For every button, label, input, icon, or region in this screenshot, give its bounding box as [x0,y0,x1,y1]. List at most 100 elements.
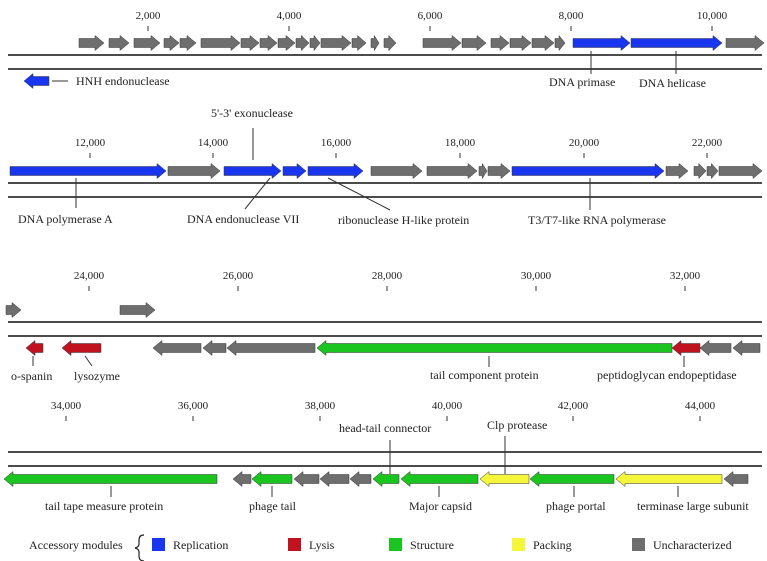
gene-arrow-uncharacterized [422,34,462,52]
legend-brace-icon [134,534,145,561]
gene-arrow-uncharacterized [370,162,423,180]
gene-arrow-replication [572,34,631,52]
tick-label: 12,000 [75,137,106,149]
gene-arrow-packing [615,470,723,488]
gene-arrow-structure [316,339,673,357]
gene-arrow-uncharacterized [259,34,278,52]
gene-arrow-uncharacterized [426,162,478,180]
tick-label: 18,000 [445,137,476,149]
gene-arrow-structure [3,470,218,488]
gene-arrow-uncharacterized [78,34,105,52]
tick-label: 38,000 [305,400,336,412]
gene-arrow-replication [9,162,167,180]
gene-arrow-structure [251,470,293,488]
label-dna-helicase: DNA helicase [639,76,706,90]
tick-label: 14,000 [198,137,229,149]
leader-line [327,177,391,211]
label-dna-endonuclease-vii: DNA endonuclease VII [187,212,299,226]
gene-arrow-replication [223,162,282,180]
gene-arrow-uncharacterized [693,162,707,180]
tick-label: 42,000 [558,400,589,412]
legend-swatch-lysis [288,538,301,551]
gene-arrow-uncharacterized [167,162,221,180]
label-dna-polymerase-a: DNA polymerase A [18,212,113,226]
gene-arrow-uncharacterized [163,34,180,52]
label-phage-tail: phage tail [249,499,297,513]
label-dna-primase: DNA primase [549,75,615,89]
gene-arrow-replication [23,72,50,90]
gene-arrow-uncharacterized [319,470,350,488]
gene-arrow-uncharacterized [320,34,352,52]
gene-arrow-uncharacterized [383,34,397,52]
gene-arrow-uncharacterized [351,34,367,52]
gene-arrow-uncharacterized [119,301,156,319]
label-o-spanin: o-spanin [11,369,52,383]
gene-arrow-uncharacterized [232,470,252,488]
legend-label-replication: Replication [173,538,228,552]
gene-arrow-replication [511,162,665,180]
gene-arrow-structure [400,470,479,488]
label-phage-portal: phage portal [546,499,606,513]
gene-arrow-uncharacterized [200,34,241,52]
legend-label-structure: Structure [410,538,454,552]
tick-label: 2,000 [136,10,161,22]
gene-arrow-lysis [25,339,44,357]
tick-label: 16,000 [321,137,352,149]
tick-label: 30,000 [521,270,552,282]
gene-arrow-uncharacterized [133,34,161,52]
gene-arrow-replication [307,162,364,180]
legend: Accessory modules Replication Lysis Stru… [29,534,732,561]
label-hnh-endonuclease: HNH endonuclease [76,74,170,88]
tick-label: 28,000 [372,270,403,282]
label-lysozyme: lysozyme [74,369,120,383]
gene-arrow-uncharacterized [277,34,296,52]
label-head-tail-connector: head-tail connector [339,421,431,435]
tick-label: 10,000 [697,10,728,22]
gene-arrow-uncharacterized [5,301,22,319]
gene-arrow-uncharacterized [478,162,488,180]
gene-arrow-uncharacterized [152,339,202,357]
gene-arrow-lysis [671,339,701,357]
tick-label: 8,000 [559,10,584,22]
tick-label: 36,000 [178,400,209,412]
gene-arrow-uncharacterized [295,34,310,52]
tick-label: 22,000 [692,137,723,149]
gene-arrow-uncharacterized [309,34,321,52]
leader-line [84,355,93,367]
gene-arrow-uncharacterized [554,34,566,52]
gene-arrow-uncharacterized [240,34,260,52]
gene-arrow-uncharacterized [487,162,511,180]
tick-label: 6,000 [418,10,443,22]
tick-label: 32,000 [670,270,701,282]
gene-arrow-uncharacterized [665,162,689,180]
gene-arrow-uncharacterized [725,34,765,52]
legend-swatch-packing [512,538,525,551]
legend-title: Accessory modules [29,538,123,552]
legend-swatch-uncharacterized [632,538,645,551]
label-ribonuclease-h: ribonuclease H-like protein [338,213,469,227]
leader-line [244,177,271,210]
gene-arrow-uncharacterized [509,34,532,52]
tick-label: 24,000 [74,270,105,282]
legend-label-packing: Packing [533,538,572,552]
label-tail-tape-measure: tail tape measure protein [45,499,163,513]
tick-label: 20,000 [569,137,600,149]
legend-label-uncharacterized: Uncharacterized [653,538,732,552]
tick-label: 34,000 [51,400,82,412]
gene-arrow-uncharacterized [226,339,316,357]
legend-swatch-structure [389,538,402,551]
legend-swatch-replication [152,538,165,551]
gene-arrow-uncharacterized [461,34,487,52]
label-major-capsid: Major capsid [409,499,472,513]
gene-arrow-uncharacterized [370,34,380,52]
gene-arrow-replication [282,162,307,180]
tick-label: 44,000 [685,400,716,412]
gene-arrow-uncharacterized [723,470,749,488]
gene-arrow-uncharacterized [179,34,197,52]
legend-label-lysis: Lysis [309,538,335,552]
gene-arrow-uncharacterized [718,162,763,180]
label-peptidoglycan: peptidoglycan endopeptidase [597,368,737,382]
gene-arrow-lysis [61,339,102,357]
